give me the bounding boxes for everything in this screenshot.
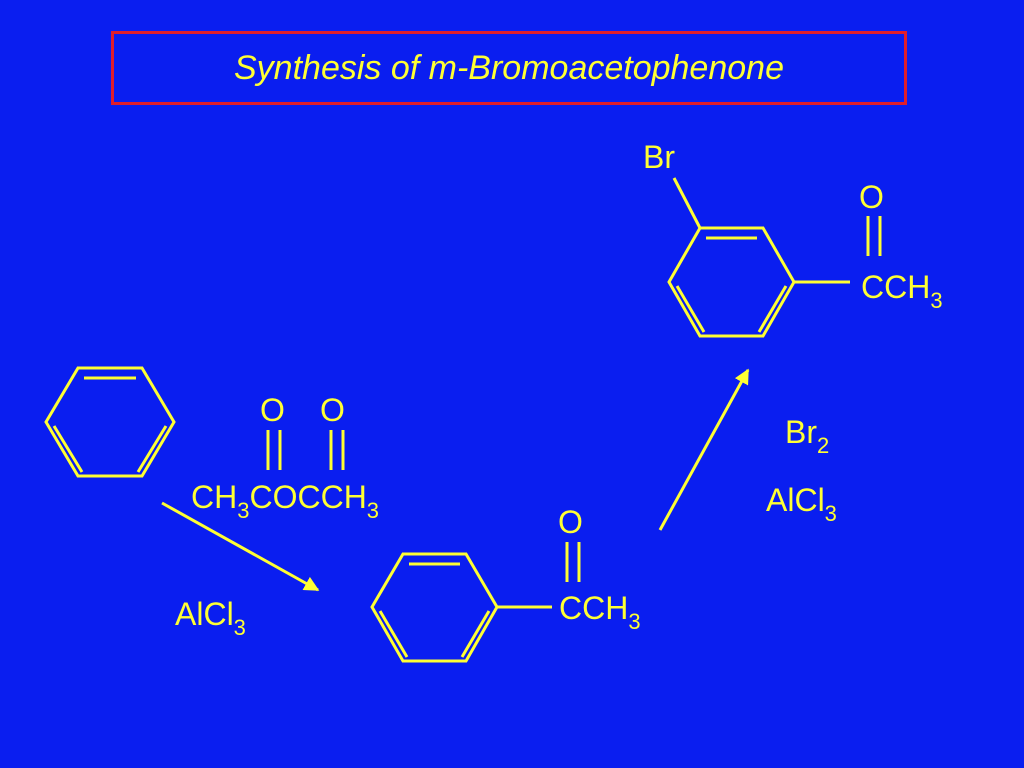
product-carbonyl-bond [866, 216, 882, 256]
anhydride-carbonyl-bonds [266, 430, 345, 470]
alcl3-step2-label: AlCl3 [766, 482, 837, 526]
reaction-arrow-step2 [658, 368, 750, 531]
catalyst-step1-label: AlCl3 [175, 596, 246, 640]
benzene-ring [44, 366, 176, 478]
acetophenone-acetyl-group: CCH3 [559, 590, 641, 634]
product-bromine-label: Br [643, 139, 675, 175]
acetophenone-ring [370, 552, 499, 663]
product-oxygen: O [859, 179, 884, 215]
anhydride-oxygen-left: O [260, 392, 285, 428]
product-bromine-bond [672, 177, 702, 229]
reaction-arrow-step1 [161, 501, 320, 592]
product-acetyl-group: CCH3 [861, 269, 943, 313]
acetophenone-carbonyl-bond [565, 542, 581, 582]
acetophenone-oxygen: O [558, 504, 583, 540]
anhydride-formula: CH3COCCH3 [191, 479, 379, 523]
product-ring [667, 226, 796, 338]
title-box: Synthesis of m-Bromoacetophenone [111, 31, 907, 105]
anhydride-oxygen-right: O [320, 392, 345, 428]
br2-label: Br2 [785, 414, 829, 458]
slide-title: Synthesis of m-Bromoacetophenone [234, 48, 784, 87]
